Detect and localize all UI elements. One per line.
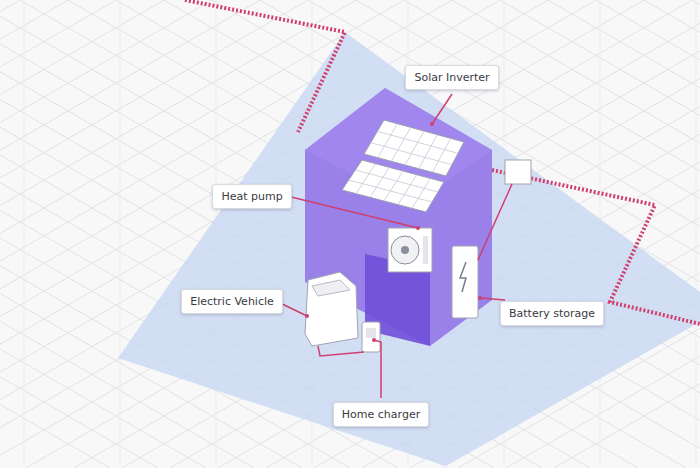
heat-pump: [388, 228, 432, 272]
solar-panels: [342, 120, 464, 212]
leader-lines: [276, 94, 505, 398]
callout-label: Home charger: [333, 402, 429, 427]
callout-label: Battery storage: [500, 301, 604, 326]
label-text: Battery storage: [509, 307, 595, 320]
callout-label: Solar Inverter: [405, 65, 498, 90]
plot-ground: [118, 32, 700, 466]
meter-box: [478, 160, 531, 260]
home-charger: [362, 322, 380, 352]
label-text: Home charger: [342, 408, 420, 421]
battery-storage: [452, 246, 478, 318]
label-text: Heat pump: [221, 190, 282, 203]
callout-label: Heat pump: [212, 184, 291, 209]
electric-vehicle: [305, 272, 358, 346]
leader-dots: [305, 122, 482, 342]
label-text: Electric Vehicle: [190, 295, 274, 308]
label-text: Solar Inverter: [414, 71, 489, 84]
house-cube: [305, 88, 492, 346]
callout-label: Electric Vehicle: [181, 289, 283, 314]
